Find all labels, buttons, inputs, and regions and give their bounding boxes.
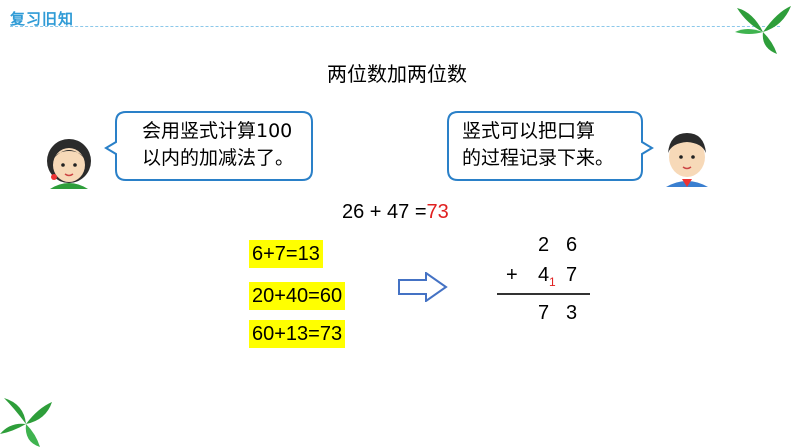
vertical-plus-sign: +: [506, 264, 518, 286]
bubble-right-line1: 竖式可以把口算: [462, 120, 596, 142]
bubble-left-line1: 会用竖式计算100: [142, 120, 293, 142]
bubble-left-line2: 以内的加减法了。: [142, 147, 295, 169]
vertical-result-ones: 3: [566, 302, 578, 324]
bubble-shape-left: [104, 111, 313, 181]
equation-expression: 26 + 47 =: [342, 201, 427, 223]
page-title: 两位数加两位数: [327, 62, 467, 86]
section-title: 复习旧知: [10, 10, 75, 28]
leaf-decoration-top-right: [735, 6, 791, 54]
vertical-carry: 1: [549, 275, 556, 289]
bubble-right-line2: 的过程记录下来。: [462, 147, 615, 169]
step-ones: 6+7=13: [249, 240, 323, 268]
speech-bubble-left: 会用竖式计算100 以内的加减法了。: [104, 110, 314, 182]
step-total: 60+13=73: [249, 320, 346, 348]
vertical-row1-ones: 6: [566, 234, 578, 256]
step-tens: 20+40=60: [249, 282, 346, 310]
vertical-row2-ones: 7: [566, 264, 578, 286]
equation-answer: 73: [426, 201, 449, 223]
vertical-row2-tens: 4: [538, 264, 550, 286]
vertical-row1-tens: 2: [538, 234, 550, 256]
right-arrow-icon: [398, 272, 448, 302]
girl-avatar: [47, 139, 91, 189]
header-divider: [10, 26, 780, 27]
boy-avatar: [666, 133, 708, 187]
speech-bubble-right: 竖式可以把口算 的过程记录下来。: [446, 110, 656, 182]
equation: 26 + 47 =73: [342, 201, 449, 224]
vertical-sum-line: [497, 293, 590, 295]
vertical-result-tens: 7: [538, 302, 550, 324]
leaf-decoration-bottom-left: [0, 398, 52, 447]
bubble-shape-right: [447, 111, 654, 181]
